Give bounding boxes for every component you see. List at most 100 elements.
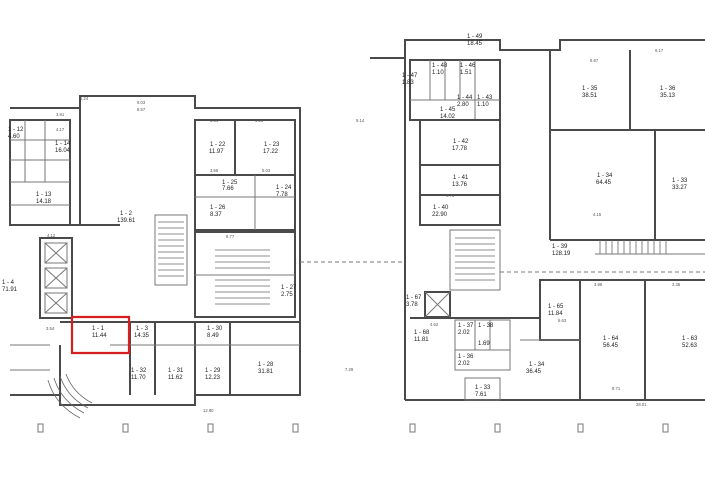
room-area: 35.13 [660,93,676,99]
room-id: 1 - 42 [453,139,469,145]
room-area: 11.70 [131,375,146,381]
dimension-label: 28.01 [636,402,647,407]
room-area: 56.45 [603,343,619,349]
room-id: 1 - 43 [477,95,493,101]
room-id: 1 - 22 [210,142,226,148]
room-area: 36.45 [526,369,542,375]
room-area: 11.62 [168,375,183,381]
room-id: 1 - 36 [660,86,676,92]
room-area: 12.23 [205,375,221,381]
room-area: 52.63 [682,343,698,349]
room-id: 1 - 13 [36,192,52,198]
room-area: 128.19 [552,251,571,257]
dimension-label: 6.25 [255,118,264,123]
room-area: 8.37 [210,212,222,218]
right-building [370,40,705,400]
room-area: 11.84 [548,311,563,317]
room-area: 1.83 [402,80,414,86]
room-id: 1 - 39 [552,244,568,250]
room-area: 139.61 [117,218,136,224]
room-area: 31.81 [258,369,274,375]
dimension-label: 8.57 [137,107,146,112]
room-id: 1 - 48 [432,63,448,69]
room-id: 1 - 44 [457,95,473,101]
room-area: 2.80 [457,102,469,108]
room-id: 1 - 24 [276,185,292,191]
room-area: 2.02 [458,330,470,336]
room-id: 1 - 1 [92,326,105,332]
room-area: 8.49 [207,333,219,339]
room-id: 1 - 41 [453,175,469,181]
room-id: 1 - 34 [597,173,613,179]
room-id: 1 - 64 [603,336,619,342]
room-id: 1 - 14 [55,141,71,147]
dimension-label: 8.71 [612,386,621,391]
room-id: 1 - 63 [682,336,698,342]
room-id: 1 - 37 [458,323,474,329]
room-1-1-highlight [72,317,129,353]
room-area: 7.61 [475,392,487,398]
room-id: 1 - 33 [672,178,688,184]
dimension-label: 9.03 [137,100,146,105]
room-id: 1 - 45 [440,107,456,113]
room-area: 11.44 [92,333,107,339]
dimension-label: 3.34 [210,118,219,123]
dimension-label: 3.55 [210,168,219,173]
room-area: 1.10 [432,70,444,76]
dimension-label: 7.29 [345,367,354,372]
room-area: 18.45 [467,41,483,47]
room-id: 1 - 29 [205,368,221,374]
dimension-label: 3.91 [56,112,65,117]
room-id: 1 - 31 [168,368,184,374]
room-area: 17.78 [452,146,468,152]
room-area: 1.10 [477,102,489,108]
room-area: 4.60 [8,134,20,140]
dimension-label: 3.96 [594,282,603,287]
room-id: 1 - 26 [210,205,226,211]
room-id: 1 - 33 [475,385,491,391]
room-area: 14.02 [440,114,456,120]
dimension-label: 6.67 [590,58,599,63]
dimension-label: 6.24 [80,96,89,101]
room-area: 3.78 [406,302,418,308]
dimension-label: 4.17 [56,127,65,132]
dimension-label: 3.36 [672,282,681,287]
dimension-label: 4.12 [47,233,56,238]
room-id: 1 - 2 [120,211,133,217]
room-area: 33.27 [672,185,688,191]
room-id: 1 - 68 [414,330,430,336]
room-area: 14.35 [134,333,150,339]
dimension-label: 9.14 [356,118,365,123]
room-id: 1 - 65 [548,304,564,310]
room-area: 11.81 [414,337,429,343]
dimension-label: 5.03 [262,168,271,173]
room-area: 71.91 [2,287,18,293]
room-id: 1 - 32 [131,368,147,374]
room-area: 22.90 [432,212,448,218]
dimension-label: 6.63 [558,318,567,323]
dimension-label: 3.54 [46,326,55,331]
room-area: 7.78 [276,192,288,198]
room-id: 1 - 47 [402,73,418,79]
room-id: 1 - 67 [406,295,422,301]
room-id: 1 - 49 [467,34,483,40]
dimension-label: 4.15 [593,212,602,217]
room-labels-right: 1 - 49 18.45 1 - 47 1.83 1 - 48 1.10 1 -… [402,34,698,398]
room-id: 1 - 40 [433,205,449,211]
room-id: 1 - 12 [8,127,24,133]
room-area: 1.69 [478,341,490,347]
dimension-label: 6.17 [655,48,664,53]
dimension-label: 12.90 [203,408,214,413]
room-id: 1 - 25 [222,180,238,186]
room-id: 1 - 30 [207,326,223,332]
room-area: 11.97 [209,149,224,155]
dimension-labels: 9.03 8.57 6.24 3.91 4.17 3.34 6.25 6.67 … [46,48,681,413]
room-id: 1 - 35 [582,86,598,92]
room-area: 64.45 [596,180,612,186]
dimension-label: 4.75 [446,193,455,198]
room-area: 7.66 [222,186,234,192]
room-id: 1 - 23 [264,142,280,148]
room-id: 1 - 34 [529,362,545,368]
room-area: 2.02 [458,361,470,367]
